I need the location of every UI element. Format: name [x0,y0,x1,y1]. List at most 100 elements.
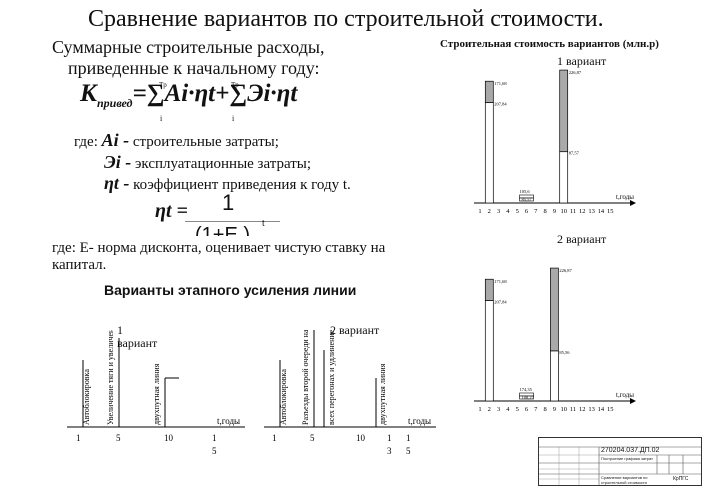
stage1-event-1: Автоблокировка [82,369,91,425]
bar-value-label: 171,68 [494,279,507,285]
x-tick-label: 8 [543,406,546,413]
stage-timeline-1: Автоблокировка Увеличение тяги и увеличе… [67,330,245,456]
x-tick-label: 11 [570,208,576,215]
x-tick-label: 7 [534,208,538,215]
summary-line-1: Суммарные строительные расходы, [52,37,325,57]
bar-value-label: 85,57 [522,197,533,203]
formula-eq: = [132,80,147,107]
bar-value-label: 174,35 [520,387,533,393]
definition-symbol: Ai - [101,130,130,150]
bar-top-segment [484,80,494,103]
definition-2: Эi - эксплуатационные затраты; [104,152,311,173]
summary-line-2: приведенные к начальному году: [68,58,320,78]
sum-limit-top-1: Tp [159,81,167,89]
stage-timeline-2: Автоблокировка Разъезды второй очереди н… [264,330,436,456]
bar-value-label: 85,56 [559,350,570,356]
stage1-axis-label: t,годы [217,416,240,426]
sum-limit-top-2: Tp [231,81,239,89]
title-block-row-1: Построение графика затрат [601,456,653,461]
x-tick-label: 5 [516,208,519,215]
bar-value-label: 87,57 [569,151,580,157]
bar-value-label: 207,84 [494,299,507,305]
title-block-code: 270204.037.ДП.02 [601,447,660,454]
chart-1-title: 1 вариант [557,54,607,68]
formula-term-1: Ai·ηt [164,80,216,107]
stage2-tick-1: 1 [272,433,277,443]
x-axis-arrow [630,200,636,206]
bar-top-segment [559,69,569,153]
x-axis-label: t,годы [616,193,634,201]
definition-symbol: ηt - [104,173,130,193]
x-tick-label: 1 [478,208,481,215]
x-tick-label: 14 [598,208,605,215]
eta-numerator: 1 [222,190,235,215]
formula-lhs-sub: привед [96,96,133,110]
x-tick-label: 3 [497,406,500,413]
x-axis-arrow [630,398,636,404]
x-tick-label: 9 [553,208,556,215]
bar-top-segment [550,267,559,352]
bar-base-segment [484,102,494,204]
stage2-event-2: Разъезды второй очереди на [301,330,310,425]
x-tick-label: 2 [488,406,491,413]
stage1-tick-15a: 1 [212,433,217,443]
stage2-event-3: всех перегонах и удлинение ПОП [327,330,336,425]
bar-base-segment [484,300,494,402]
title-block-org: КрПГС [673,476,689,482]
page-title: Сравнение вариантов по строительной стои… [88,6,604,32]
discount-line-2: капитал. [52,257,107,273]
bar-value-label: 171,68 [494,81,507,87]
sum-limit-bottom-2: i [232,114,235,123]
stages-heading: Варианты этапного усиления линии [104,282,357,298]
bar-value-label: 105,6 [520,189,531,195]
definition-1: где: Ai - строительные затраты; [74,130,279,151]
definition-text: коэффициент приведения к году t. [133,177,351,193]
x-tick-label: 6 [525,208,529,215]
x-tick-label: 3 [497,208,500,215]
stage2-axis-label: t,годы [408,416,431,426]
sum-sign-1: ∑ [146,80,165,107]
stage1-event-2: Увеличение тяги и увеличение ПОП до 1050… [106,330,115,425]
eta-denominator: (1+Е ) [195,224,251,236]
stage2-tick-13b: 3 [387,446,392,456]
bar-base-segment [519,197,534,202]
definition-text: строительные затраты; [132,134,279,150]
formula-plus: + [215,80,230,107]
stage-variant-2-label: 2 вариант [330,323,380,337]
bar-value-label: 207,84 [494,101,507,107]
stage-variant-1-number: 1 [117,323,123,337]
bar-value-label: 226,87 [559,268,572,274]
stage2-tick-15a: 1 [406,433,411,443]
drawing-title-block: 270204.037.ДП.02 Построение графика затр… [538,437,702,486]
bar-value-label: 108,27 [522,395,535,401]
bar-top-segment [484,278,494,301]
stage1-tick-1: 1 [76,433,81,443]
bar-base-segment [550,350,559,402]
eta-exponent: t [262,218,265,228]
stage1-tick-5: 5 [116,433,121,443]
x-tick-label: 1 [478,406,481,413]
cost-chart-title: Строительная стоимость вариантов (млн.р) [440,38,659,50]
formula-term-2: Эi·ηt [247,80,298,107]
x-tick-label: 4 [506,406,510,413]
definition-symbol: Эi - [104,152,132,172]
bar-base-segment [559,151,569,204]
stage1-tick-10: 10 [164,433,174,443]
stage2-tick-13a: 1 [387,433,392,443]
x-tick-label: 12 [579,406,586,413]
chart-2-title: 2 вариант [557,232,607,246]
x-tick-label: 10 [560,406,567,413]
x-tick-label: 15 [607,208,614,215]
x-tick-label: 4 [506,208,510,215]
x-tick-label: 9 [553,406,556,413]
x-tick-label: 15 [607,406,614,413]
x-tick-label: 10 [560,208,567,215]
definition-prefix: где: [74,134,98,150]
stage1-tick-15b: 5 [212,446,217,456]
sum-sign-2: ∑ [229,80,248,107]
stage2-event-1: Автоблокировка [279,369,288,425]
stage2-tick-5: 5 [310,433,315,443]
discount-line-1: где: Е- норма дисконта, оценивает чистую… [52,240,386,256]
